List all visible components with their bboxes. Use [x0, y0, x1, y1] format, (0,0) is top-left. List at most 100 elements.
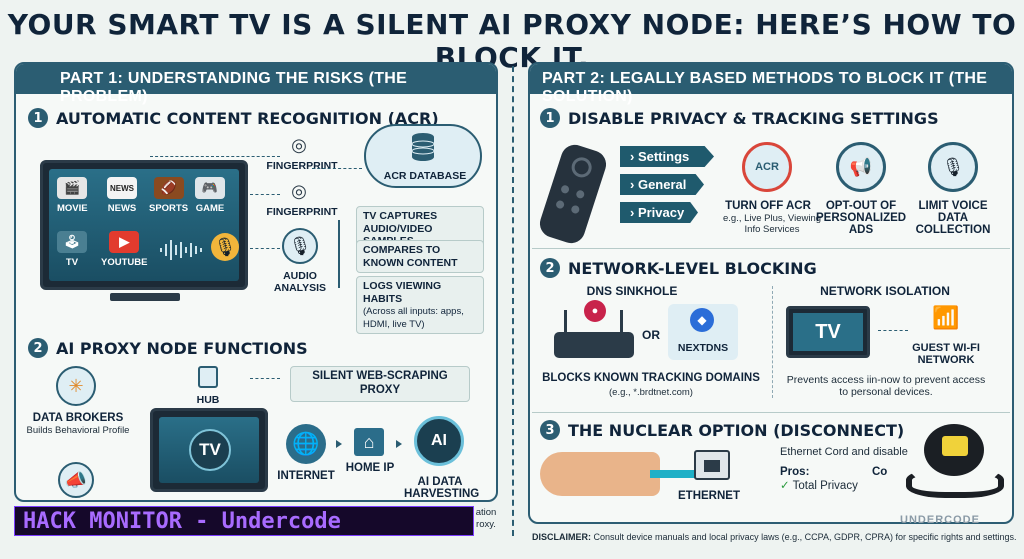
app-label: SPORTS [149, 203, 189, 214]
octopus-logo [900, 418, 1010, 514]
tv-stand [110, 293, 180, 301]
acr-section-title: 1 AUTOMATIC CONTENT RECOGNITION (ACR) [28, 108, 439, 128]
controller-icon: 🕹 [57, 231, 87, 253]
shield-icon: ◆ [690, 308, 714, 332]
nuclear-title: THE NUCLEAR OPTION (DISCONNECT) [568, 420, 905, 440]
network-section-title: 2 NETWORK-LEVEL BLOCKING [540, 258, 817, 278]
menu-general[interactable]: › General [620, 174, 704, 195]
app-label: GAME [195, 203, 225, 214]
privacy-section-title: 1 DISABLE PRIVACY & TRACKING SETTINGS [540, 108, 939, 128]
page-title: YOUR SMART TV IS A SILENT AI PROXY NODE:… [7, 8, 1017, 74]
isolated-tv: TV [786, 306, 870, 358]
proxy-title: AI PROXY NODE FUNCTIONS [56, 338, 308, 358]
dns-sinkhole-label: DNS SINKHOLE [586, 284, 678, 298]
cord-text: Ethernet Cord and disable [780, 446, 908, 458]
hand-icon [540, 452, 660, 496]
tv-label: TV [793, 313, 863, 351]
app-label: YOUTUBE [101, 257, 148, 268]
right-panel-header: PART 2: LEGALLY BASED METHODS TO BLOCK I… [530, 64, 1012, 105]
app-label: MOVIE [57, 203, 88, 214]
globe-icon: 🌐 [286, 424, 326, 464]
ethernet-label: ETHERNET [678, 490, 740, 502]
tv-app: 🕹 TV [57, 231, 87, 268]
internet-label: INTERNET [277, 470, 335, 482]
play-icon: ▶ [109, 231, 140, 253]
router-icon [554, 332, 634, 358]
blocks-label: BLOCKS KNOWN TRACKING DOMAINS [542, 372, 760, 384]
acr-title: AUTOMATIC CONTENT RECOGNITION (ACR) [56, 108, 439, 128]
watermark-banner: HACK MONITOR - Undercode [14, 506, 474, 536]
privacy-item-title: LIMIT VOICE DATA COLLECTION [915, 200, 991, 236]
newspaper-icon: NEWS [107, 177, 137, 199]
app-label: NEWS [107, 203, 137, 214]
ethernet-port-icon [694, 450, 730, 480]
cons-label: Co [872, 466, 888, 478]
database-icon [411, 133, 435, 161]
ai-chip-icon: AI [414, 416, 464, 466]
section-number: 1 [28, 108, 48, 128]
menu-privacy[interactable]: › Privacy [620, 202, 698, 223]
app-label: TV [65, 257, 79, 268]
menu-settings[interactable]: › Settings [620, 146, 714, 167]
ads-icon: 📢 [836, 142, 886, 192]
fingerprint-label: FINGERPRINT [266, 160, 338, 172]
acr-database: ACR DATABASE [364, 124, 482, 188]
network-isolation-label: NETWORK ISOLATION [820, 284, 950, 298]
fingerprint-icon: ◎ [291, 134, 307, 155]
game-app: 🎮 GAME [195, 177, 225, 214]
fingerprint-label: FINGERPRINT [266, 206, 338, 218]
undercode-text: UNDERCODE [900, 514, 980, 526]
scraping-proxy-box: SILENT WEB-SCRAPING PROXY [290, 366, 470, 402]
section-number: 2 [540, 258, 560, 278]
privacy-item-title: TURN OFF ACR [725, 200, 811, 212]
clapperboard-icon: 🎬 [57, 177, 88, 199]
dashed-separator [512, 66, 514, 536]
section-number: 1 [540, 108, 560, 128]
guest-wifi-label: GUEST WI-FI NETWORK [912, 342, 980, 366]
ethernet-cable [650, 470, 696, 478]
gamepad-icon: 🎮 [195, 177, 225, 199]
proxy-tv: TV [150, 408, 268, 492]
voice-icon: 🎙 [928, 142, 978, 192]
smart-tv: 🎬 MOVIE NEWS NEWS 🏈 SPORTS 🎮 GAME 🕹 TV ▶… [40, 160, 248, 290]
data-brokers-label: DATA BROKERS [32, 412, 124, 424]
acr-database-label: ACR DATABASE [383, 170, 467, 182]
left-panel-header: PART 1: UNDERSTANDING THE RISKS (THE PRO… [16, 64, 496, 105]
waveform-icon [160, 240, 202, 260]
football-icon: 🏈 [153, 177, 184, 199]
fingerprint-icon: ◎ [291, 180, 307, 201]
network-title: NETWORK-LEVEL BLOCKING [568, 258, 817, 278]
nextdns-box: ◆ NEXTDNS [668, 304, 738, 360]
pros-label: Pros: [780, 466, 810, 478]
hub-icon [198, 366, 218, 388]
raspberry-icon: ● [584, 300, 606, 322]
ai-data-sub: ation [475, 507, 497, 518]
nuclear-section-title: 3 THE NUCLEAR OPTION (DISCONNECT) [540, 420, 904, 440]
or-label: OR [642, 328, 660, 342]
tv-hub: TV [189, 429, 231, 471]
megaphone-icon: 📣 [58, 462, 94, 498]
audio-branch [338, 220, 340, 288]
disclaimer: DISCLAIMER: Consult device manuals and l… [532, 532, 1017, 542]
microphone-icon: 🎙 [282, 228, 318, 264]
network-graph-icon: ✳ [56, 366, 96, 406]
privacy-item-title: OPT-OUT OF PERSONALIZED ADS [816, 200, 907, 236]
pro-item: ✓ Total Privacy [780, 480, 858, 492]
home-ip-label: HOME IP [345, 462, 395, 474]
section-number: 3 [540, 420, 560, 440]
acr-off-icon: ACR [742, 142, 792, 192]
nextdns-label: NEXTDNS [677, 342, 729, 354]
youtube-app: ▶ YOUTUBE [101, 231, 147, 268]
blocks-sub: (e.g., *.brdtnet.com) [609, 387, 693, 398]
hub-label: HUB [196, 394, 220, 406]
news-app: NEWS NEWS [107, 177, 137, 214]
data-brokers-sub: Builds Behavioral Profile [26, 425, 130, 436]
proxy-section-title: 2 AI PROXY NODE FUNCTIONS [28, 338, 308, 358]
privacy-item-sub: e.g., Live Plus, Viewing Info Services [722, 213, 822, 235]
section-number: 2 [28, 338, 48, 358]
acr-step: LOGS VIEWING HABITS(Across all inputs: a… [356, 276, 484, 335]
acr-step: COMPARES TO KNOWN CONTENT [356, 240, 484, 274]
home-icon: ⌂ [354, 428, 384, 456]
ai-data-sub: roxy. [476, 519, 496, 530]
audio-analysis-label: AUDIO ANALYSIS [273, 270, 327, 294]
